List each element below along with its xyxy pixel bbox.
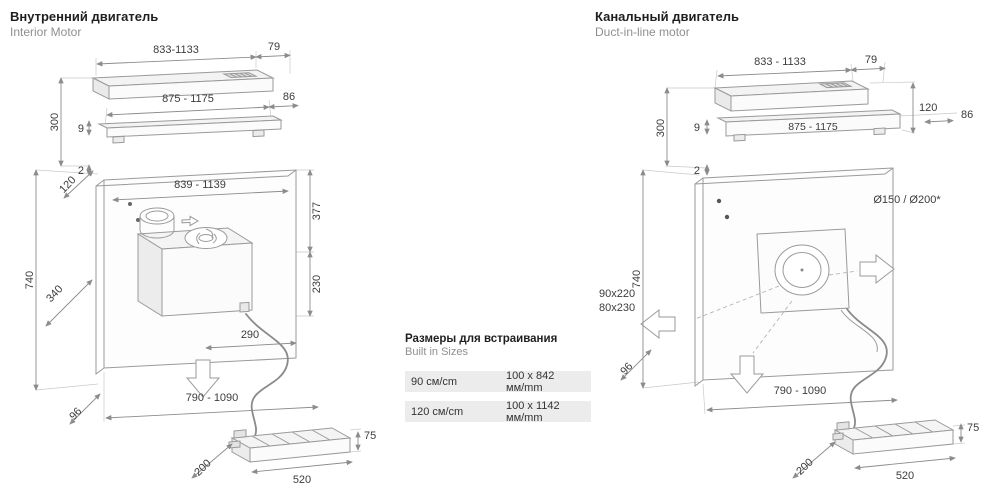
cable-exit: [239, 301, 250, 313]
dim-gap: 2: [694, 165, 700, 177]
dim-box-height: 75: [364, 430, 376, 442]
dim-bottom-width: 790 - 1090: [774, 385, 827, 397]
dim-top-width: 833 - 1133: [754, 56, 806, 68]
dim-box-height: 75: [967, 422, 979, 434]
control-box: [228, 427, 352, 463]
size-cell: 120 см/cm: [411, 405, 464, 418]
dim-top-height: 120: [919, 102, 937, 114]
dim-frame-width: 875 - 1175: [162, 93, 214, 105]
fan-opening-icon: [184, 227, 228, 249]
dim-frame-overhang: 86: [961, 109, 973, 121]
duct-motor-title-ru: Канальный двигатель: [595, 9, 739, 24]
built-in-sizes-table: Размеры для встраивания Built in Sizes 9…: [405, 333, 591, 431]
dim-duct-rect-1: 90x220: [599, 288, 635, 300]
dimension-lines: [620, 65, 964, 479]
interior-motor-title-en: Interior Motor: [10, 24, 82, 39]
right-airflow-arrow-icon: [859, 253, 895, 285]
power-cable-wire: [840, 309, 878, 353]
table-title-en: Built in Sizes: [405, 346, 468, 358]
dim-bottom-depth: 96: [618, 360, 635, 377]
dim-motor-offset: 290: [241, 329, 259, 341]
interior-motor-section: Внутренний двигатель Interior Motor: [0, 0, 400, 498]
dim-hood-height: 300: [655, 119, 667, 137]
grille-icon: [818, 82, 853, 89]
hood-top-assembly: [713, 80, 870, 112]
dimension-lines: [33, 52, 361, 479]
dim-bottom-depth: 96: [67, 405, 84, 422]
screw-icon: [724, 214, 730, 220]
dim-panel-height: 740: [24, 271, 36, 289]
interior-motor-drawing: 833-1133 79 875 - 1175 86 9 300 2 120 83…: [24, 41, 376, 486]
dim-frame-width: 875 - 1175: [788, 121, 838, 133]
interior-motor-title-ru: Внутренний двигатель: [10, 9, 159, 24]
down-airflow-arrow-icon: [729, 355, 765, 394]
airflow-arrows: [640, 253, 895, 394]
dim-duct-rect-2: 80x230: [599, 302, 635, 314]
dim-lip: 9: [694, 122, 700, 134]
size-cell: 90 см/cm: [411, 375, 458, 388]
screw-icon: [128, 202, 132, 206]
airflow-arrow-icon: [181, 215, 200, 227]
duct-collar-icon: [139, 207, 175, 239]
dim-panel-width: 839 - 1139: [174, 179, 226, 191]
dim-lip: 9: [78, 123, 84, 135]
motor-unit: [136, 207, 254, 317]
grille-icon: [222, 72, 258, 79]
dim-motor-height: 230: [311, 275, 323, 293]
dim-box-width: 520: [896, 470, 914, 482]
dimensions-cell: 100 x 1142 мм/mm: [506, 399, 560, 424]
dim-gap: 2: [78, 165, 84, 177]
dim-duct-diameter: Ø150 / Ø200*: [873, 194, 941, 206]
hood-top-assembly: [91, 69, 275, 100]
table-row: 90 см/cm 100 x 842 мм/mm: [405, 369, 591, 394]
dim-bottom-width: 790 - 1090: [186, 392, 239, 404]
duct-motor-drawing: 833 - 1133 79 120 86 875 - 1175 9 300 2 …: [599, 54, 979, 482]
screw-icon: [136, 218, 140, 222]
table-rows: 90 см/cm 100 x 842 мм/mm 120 см/cm 100 x…: [405, 369, 591, 424]
duct-plate: [756, 228, 850, 314]
dim-frame-overhang: 86: [283, 91, 295, 103]
power-cable: [245, 313, 289, 437]
control-box: [832, 419, 955, 455]
dim-panel-height: 740: [631, 270, 643, 288]
down-airflow-arrow-icon: [185, 359, 221, 398]
dim-depth-top: 120: [57, 174, 78, 196]
dim-box-width: 520: [293, 474, 311, 486]
dim-hood-height: 300: [49, 113, 61, 131]
power-cable: [846, 308, 888, 429]
dim-motor-depth: 340: [44, 283, 65, 305]
table-title-ru: Размеры для встраивания: [405, 333, 558, 345]
screw-icon: [716, 198, 722, 204]
dim-overhang: 79: [268, 41, 280, 53]
dimensions-cell: 100 x 842 мм/mm: [506, 369, 555, 394]
dim-upper-height: 377: [311, 202, 323, 220]
interior-motor-titles: Внутренний двигатель Interior Motor: [0, 0, 400, 39]
dim-overhang: 79: [865, 54, 877, 66]
duct-motor-titles: Канальный двигатель Duct-in-line motor: [595, 0, 1000, 39]
mounting-frame: [97, 115, 283, 144]
duct-motor-title-en: Duct-in-line motor: [595, 24, 690, 39]
mounting-frame: [716, 109, 902, 142]
table-row: 120 см/cm 100 x 1142 мм/mm: [405, 399, 591, 424]
left-airflow-arrow-icon: [640, 308, 676, 340]
dim-top-width: 833-1133: [153, 44, 199, 56]
duct-motor-section: Канальный двигатель Duct-in-line motor: [595, 0, 1000, 498]
